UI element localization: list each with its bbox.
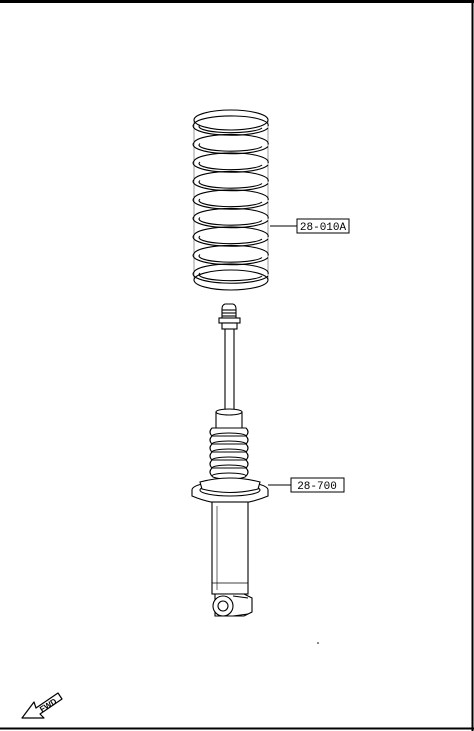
spring-coil-front-inner: [198, 161, 263, 171]
stray-mark: [317, 642, 319, 644]
callout-shock-absorber[interactable]: 28-700: [268, 477, 345, 493]
callout-label-spring[interactable]: 28-010A: [300, 222, 347, 234]
spring-coil-back: [193, 207, 269, 219]
spring-coil-front-inner: [198, 235, 263, 245]
callout-spring[interactable]: 28-010A: [270, 218, 350, 234]
shock-body: [211, 501, 249, 595]
spring-coil-back: [193, 170, 269, 182]
shock-lower-eye: [212, 593, 253, 617]
fwd-arrow-icon: FWD: [21, 692, 63, 719]
spring-coil-front-inner: [198, 272, 263, 282]
shock-spring-seat: [191, 477, 269, 505]
spring-top-end: [193, 109, 269, 131]
spring-coil-back: [193, 115, 269, 127]
spring-coil-back: [193, 133, 269, 145]
spring-coil-back: [193, 263, 269, 275]
shock-absorber-part: [191, 303, 269, 617]
boot-cap-top: [215, 408, 243, 416]
spring-coil-front-inner: [198, 124, 263, 134]
spring-coil-back: [193, 152, 269, 164]
spring-coil-front-inner: [198, 143, 263, 152]
spring-bottom-end: [193, 269, 269, 291]
callout-box-spring[interactable]: [296, 218, 350, 234]
shock-stud: [218, 303, 241, 330]
shock-dust-boot: [209, 408, 249, 480]
spring-coil-front-inner: [198, 217, 263, 226]
spring-coil-back: [193, 189, 269, 201]
shock-piston-rod: [224, 329, 235, 412]
callout-box-shock[interactable]: [290, 477, 345, 493]
spring-coil-front-inner: [198, 180, 263, 189]
coil-spring-part: [192, 109, 269, 291]
spring-coil-front-inner: [198, 198, 263, 208]
spring-coil-back: [193, 226, 269, 238]
spring-coil-front-inner: [198, 254, 263, 263]
callout-label-shock[interactable]: 28-700: [297, 481, 337, 493]
spring-coil-back: [193, 244, 269, 256]
